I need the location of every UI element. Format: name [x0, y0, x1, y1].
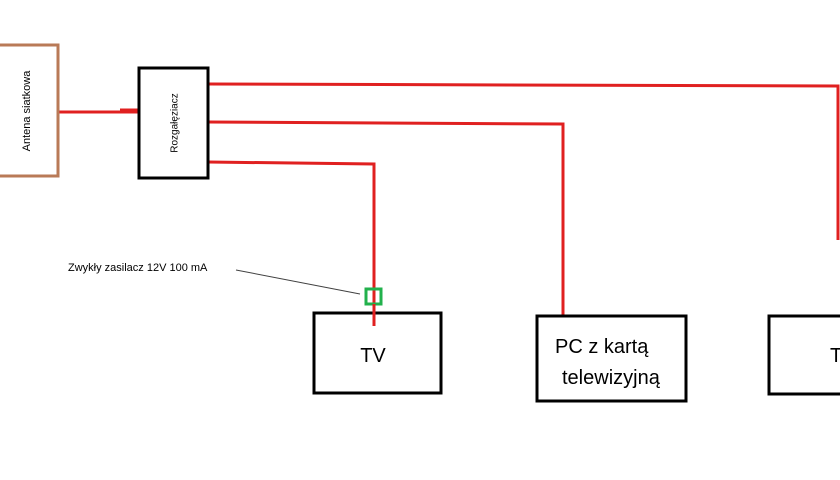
- cables: [58, 82, 840, 326]
- antenna-label: Antena siatkowa: [21, 70, 33, 152]
- pc-label-line2: telewizyjną: [562, 367, 661, 389]
- antenna-box: Antena siatkowa: [0, 43, 60, 178]
- splitter-label: Rozgałęziacz: [170, 93, 181, 152]
- cable-to-tv1: [207, 160, 376, 326]
- psu-annotation: Zwykły zasilacz 12V 100 mA: [68, 262, 383, 306]
- tv2-label: T: [830, 345, 840, 367]
- pc-box: PC z kartą telewizyjną: [535, 314, 688, 403]
- tv2-box: T: [767, 314, 840, 396]
- tv1-label: TV: [360, 345, 386, 367]
- cable-to-pc: [207, 120, 565, 316]
- psu-pointer-line: [235, 269, 361, 295]
- cable-to-tv2: [207, 82, 840, 240]
- splitter-box: Rozgałęziacz: [137, 66, 210, 180]
- pc-label-line1: PC z kartą: [555, 336, 649, 358]
- tv1-box: TV: [312, 304, 443, 395]
- psu-note-label: Zwykły zasilacz 12V 100 mA: [68, 262, 208, 274]
